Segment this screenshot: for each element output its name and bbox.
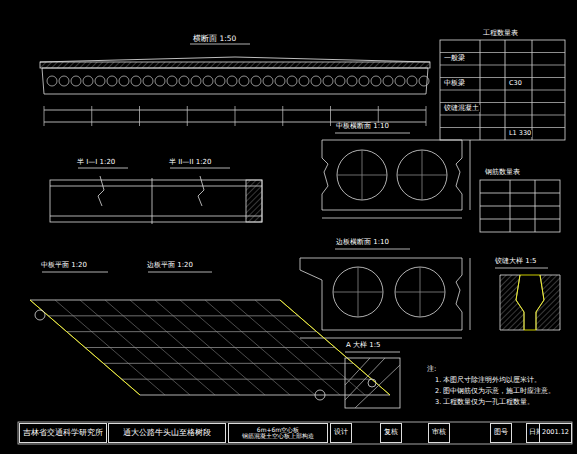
- drawing-label: 边板平面 1:20: [146, 262, 194, 270]
- drawing-label: 中板平面 1:20: [40, 262, 88, 270]
- title-cell: 审核: [428, 423, 450, 443]
- drawing-label: 3. 工程数量仅为一孔工程数量。: [434, 399, 535, 406]
- title-cell: 通大公路牛头山至格树段: [108, 423, 226, 443]
- drawing-label: 铰缝混凝土: [443, 105, 480, 112]
- drawing-label: 铰缝大样 1:5: [494, 258, 538, 266]
- cell-text: 吉林省交通科学研究所: [23, 429, 103, 437]
- drawing-label: 工程数量表: [482, 30, 519, 38]
- drawing-label: 一般梁: [443, 55, 466, 62]
- drawing-label: 注:: [426, 366, 437, 374]
- drawing-label: 半 II—II 1:20: [168, 159, 212, 167]
- drawing-label: A 大样 1:5: [345, 342, 382, 350]
- drawing-label: 钢筋数量表: [484, 169, 521, 177]
- cell-text: 通大公路牛头山至格树段: [123, 429, 211, 437]
- drawing-label: L1 330: [508, 130, 532, 137]
- title-cell: 复核: [380, 423, 402, 443]
- title-cell: 吉林省交通科学研究所: [19, 423, 107, 443]
- cell-text: 图号: [494, 429, 508, 437]
- title-cell: 6m+6m空心板钢筋混凝土空心板上部构造: [228, 423, 328, 443]
- drawing-label: 1. 本图尺寸除注明外均以厘米计。: [434, 377, 542, 384]
- drawing-label: 横断面 1:50: [192, 35, 237, 43]
- cell-text: 设计: [334, 429, 348, 437]
- drawing-label: 中板梁: [443, 80, 466, 87]
- title-cell: 设计: [330, 423, 352, 443]
- cell-text: 2001.12: [542, 429, 569, 436]
- cell-text: 钢筋混凝土空心板上部构造: [242, 433, 314, 439]
- cell-text: 6m+6m空心板: [257, 427, 299, 434]
- drawing-label: 边板横断面 1:10: [335, 239, 390, 247]
- drawing-label: 中板横断面 1:10: [335, 123, 390, 131]
- drawing-label: 2. 图中钢筋仅为示意，施工时应注意。: [434, 388, 556, 395]
- cell-text: 复核: [384, 429, 398, 437]
- title-cell: 图号: [490, 423, 512, 443]
- title-cell: 2001.12: [539, 423, 572, 443]
- drawing-label: C30: [508, 80, 523, 87]
- cell-text: 审核: [432, 429, 446, 437]
- drawing-label: 半 I—I 1:20: [76, 159, 116, 167]
